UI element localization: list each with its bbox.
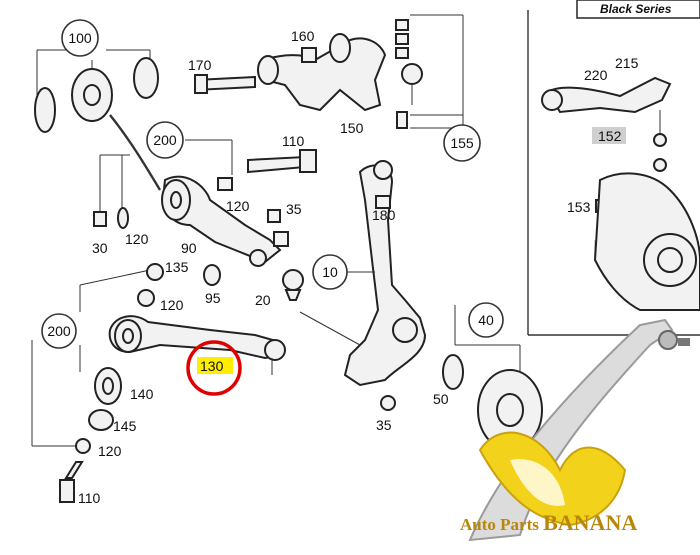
label-150: 150 <box>340 120 364 136</box>
label-120-a: 120 <box>125 231 149 247</box>
label-160: 160 <box>291 28 315 44</box>
label-145: 145 <box>113 418 137 434</box>
label-215: 215 <box>615 55 639 71</box>
arm-group-200-lower: 200 <box>31 263 286 503</box>
label-130: 130 <box>200 358 224 374</box>
label-95: 95 <box>205 290 221 306</box>
label-140: 140 <box>130 386 154 402</box>
upper-wishbone-150 <box>194 33 423 112</box>
callout-200-lower: 200 <box>47 323 71 339</box>
bushing-group-100: 100 <box>34 19 162 191</box>
label-35-upper: 35 <box>286 201 302 217</box>
callout-100: 100 <box>68 30 92 46</box>
bolt-110-upper <box>247 155 306 174</box>
highlight-marker <box>197 357 233 374</box>
inset-panel: Black Series 220 215 152 153 25 <box>527 0 700 336</box>
callout-200-upper: 200 <box>153 132 177 148</box>
callout-40: 40 <box>478 312 494 328</box>
inset-header: Black Series <box>600 2 672 16</box>
label-35-lower: 35 <box>376 417 392 433</box>
label-153: 153 <box>567 199 591 215</box>
callout-155: 155 <box>450 135 474 151</box>
label-90: 90 <box>181 240 197 256</box>
label-110-upper: 110 <box>282 133 305 149</box>
highlight-ring <box>186 340 242 396</box>
label-20: 20 <box>255 292 271 308</box>
washer-120 <box>217 177 233 191</box>
label-170: 170 <box>188 57 212 73</box>
watermark-text: Auto Parts BANANA <box>460 510 637 535</box>
watermark-logo: Auto Parts BANANA <box>460 318 690 542</box>
label-180: 180 <box>372 207 396 223</box>
callout-10: 10 <box>322 264 338 280</box>
wheel-hub-40: 40 <box>442 302 543 451</box>
part-labels: 170 160 110 150 30 120 120 90 35 180 135… <box>78 28 449 506</box>
arm-group-200-upper: 200 <box>93 121 317 267</box>
ball-joints <box>203 264 304 301</box>
label-120-c: 120 <box>160 297 184 313</box>
highlight-130: 130 <box>186 340 242 396</box>
hardware-column: 155 <box>395 14 481 162</box>
label-135: 135 <box>165 259 189 275</box>
label-120-d: 120 <box>98 443 122 459</box>
label-220: 220 <box>584 67 608 83</box>
inset-upper-arm <box>546 76 672 114</box>
label-120-b: 120 <box>226 198 250 214</box>
label-30: 30 <box>92 240 108 256</box>
label-152: 152 <box>598 128 622 144</box>
label-110-lower: 110 <box>78 490 101 506</box>
label-50: 50 <box>433 391 449 407</box>
steering-knuckle-10: 10 <box>299 160 427 411</box>
label-152-highlight <box>592 127 626 144</box>
